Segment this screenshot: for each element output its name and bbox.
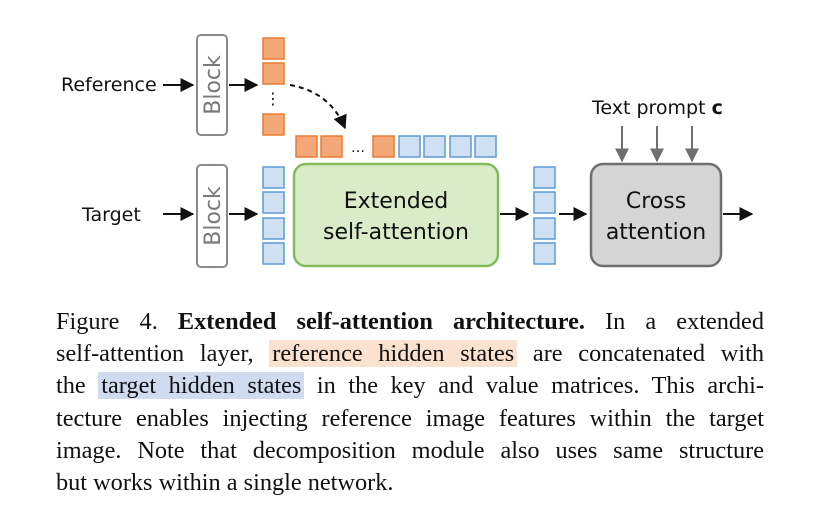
target-token — [533, 166, 556, 189]
target-token — [262, 166, 285, 189]
text-prompt-variable: c — [712, 97, 723, 119]
target-token — [474, 135, 497, 158]
extended-label-line2: self-attention — [323, 220, 469, 245]
extended-label-line1: Extended — [344, 189, 449, 214]
architecture-diagram: Reference Block ⋮ … Target Block Extende… — [61, 34, 754, 268]
target-token — [449, 135, 472, 158]
target-token — [262, 242, 285, 265]
reference-token — [372, 135, 395, 158]
caption-line-2: self-attention layer, reference hidden s… — [56, 338, 764, 370]
target-hidden-states-highlight: target hidden states — [98, 372, 305, 400]
target-token — [398, 135, 421, 158]
target-token — [423, 135, 446, 158]
target-token-column — [262, 166, 285, 265]
figure-caption: Figure 4. Extended self-attention archit… — [56, 306, 764, 499]
caption-text: In a extended — [605, 308, 764, 335]
cross-label-line1: Cross — [626, 189, 686, 214]
reference-block — [196, 34, 228, 136]
caption-line-6: but works within a single network. — [56, 469, 394, 497]
output-token-column — [533, 166, 556, 265]
target-token — [533, 217, 556, 240]
concatenated-tokens — [295, 135, 497, 158]
cross-attention-box — [589, 162, 723, 268]
reference-token — [295, 135, 318, 158]
reference-token — [262, 37, 285, 60]
target-label: Target — [81, 204, 141, 226]
target-token — [533, 242, 556, 265]
caption-text: in the key and value matrices. This arch… — [316, 372, 764, 400]
caption-text: the — [56, 372, 86, 400]
vertical-ellipsis: ⋮ — [265, 89, 281, 108]
text-prompt-text: Text prompt — [591, 97, 712, 119]
target-token — [262, 217, 285, 240]
figure-label: Figure 4. — [56, 308, 158, 335]
caption-text: are concatenated with — [532, 340, 764, 368]
caption-line-4: tecture enables injecting reference imag… — [56, 404, 764, 432]
text-prompt-label: Text prompt c — [591, 97, 723, 119]
target-token — [533, 191, 556, 214]
cross-label-line2: attention — [606, 220, 706, 245]
reference-token — [262, 113, 285, 136]
caption-line-1: Figure 4. Extended self-attention archit… — [56, 306, 764, 338]
reference-label: Reference — [61, 74, 157, 96]
reference-token-column — [262, 37, 285, 136]
caption-line-3: the target hidden states in the key and … — [56, 370, 764, 402]
reference-hidden-states-highlight: reference hidden states — [269, 340, 518, 368]
extended-self-attention-box — [292, 162, 500, 268]
caption-line-5: image. Note that decomposition module al… — [56, 436, 764, 464]
horizontal-ellipsis: … — [351, 140, 365, 156]
caption-text: self-attention layer, — [56, 340, 254, 368]
reference-token — [320, 135, 343, 158]
target-block — [196, 164, 228, 268]
reference-block-label: Block — [201, 55, 226, 115]
concat-dashed-arrow — [289, 84, 347, 130]
target-block-label: Block — [201, 186, 226, 246]
figure-title: Extended self-attention architecture. — [177, 308, 585, 335]
target-token — [262, 191, 285, 214]
reference-token — [262, 62, 285, 85]
